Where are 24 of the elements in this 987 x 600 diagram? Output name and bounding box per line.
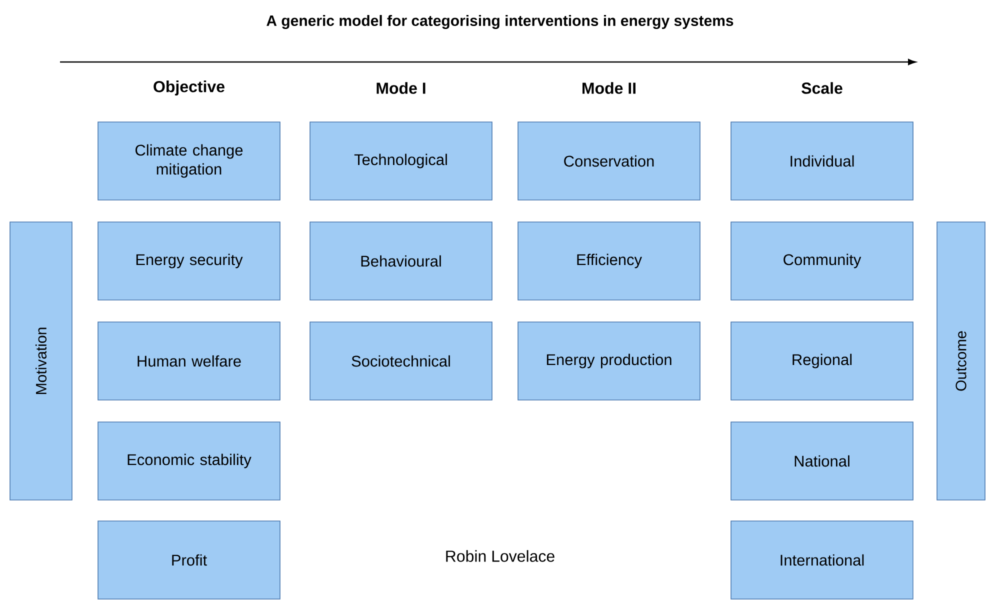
column-heading: Mode I [376, 82, 426, 94]
category-box: Energy security [98, 222, 280, 300]
category-box: Climate change mitigation [98, 122, 280, 200]
side-bar-box: Motivation [10, 222, 72, 500]
title: A generic model for categorising interventions in energy systems [266, 14, 734, 30]
author-credit: Robin Lovelace [446, 550, 554, 562]
category-box: Community [730, 222, 914, 300]
category-box: Human welfare [98, 322, 280, 400]
category-box: Energy production [518, 322, 700, 400]
category-box: Efficiency [518, 222, 700, 300]
category-box: Sociotechnical [310, 322, 492, 400]
column-heading: Scale [802, 82, 842, 94]
category-box: Economic stability [98, 422, 280, 500]
category-box: Conservation [518, 122, 700, 200]
category-box: Profit [98, 520, 280, 600]
category-box: Regional [730, 322, 914, 400]
category-box: International [730, 520, 914, 600]
category-box: Technological [310, 122, 492, 200]
category-box: Behavioural [310, 222, 492, 300]
side-bar-box: Outcome [936, 222, 986, 500]
category-box: Individual [730, 122, 914, 200]
category-box: National [730, 422, 914, 500]
column-heading: Objective [154, 80, 224, 96]
column-heading: Mode II [582, 82, 636, 94]
